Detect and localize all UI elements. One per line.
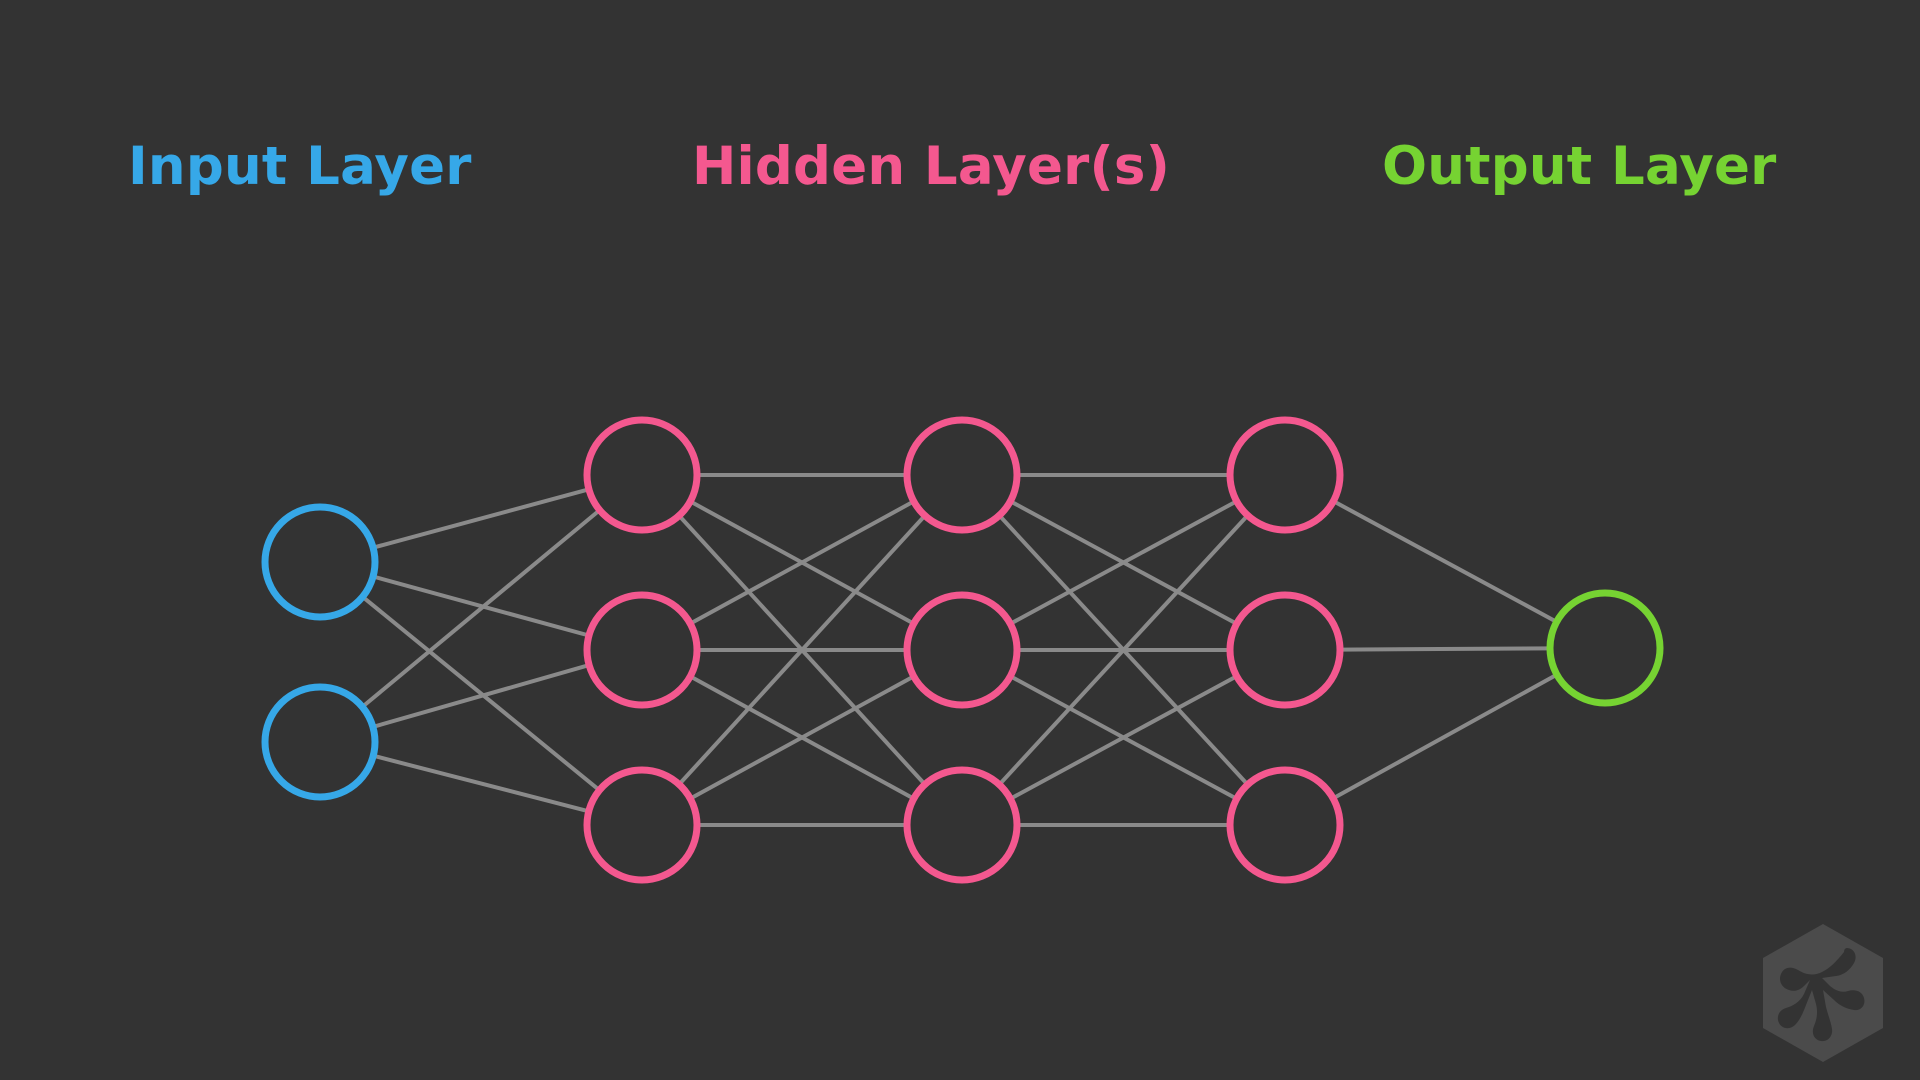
connection-edge xyxy=(360,508,602,709)
network-node-h1_3[interactable] xyxy=(583,766,701,884)
network-node-h2_1[interactable] xyxy=(903,416,1021,534)
connection-edge xyxy=(1008,674,1239,801)
connection-edge xyxy=(360,594,602,793)
network-node-o1[interactable] xyxy=(1546,589,1664,707)
neuron-branch-icon xyxy=(1777,948,1865,1042)
neuron-logo-watermark xyxy=(1763,924,1883,1062)
connection-edge xyxy=(1331,499,1559,624)
connection-edge xyxy=(1337,646,1553,652)
connection-edge xyxy=(997,513,1250,787)
connection-edge xyxy=(371,753,591,814)
connection-edge xyxy=(1331,672,1559,801)
network-node-h1_2[interactable] xyxy=(583,591,701,709)
network-node-h3_3[interactable] xyxy=(1226,766,1344,884)
network-node-h3_1[interactable] xyxy=(1226,416,1344,534)
network-nodes xyxy=(261,416,1664,884)
network-node-h3_2[interactable] xyxy=(1226,591,1344,709)
network-node-h1_1[interactable] xyxy=(583,416,701,534)
connection-edge xyxy=(688,499,916,626)
connection-edge xyxy=(371,487,591,550)
connection-edge xyxy=(1008,499,1239,626)
neuron-glyph-icon xyxy=(1777,948,1865,1042)
connection-edges xyxy=(360,473,1559,827)
network-node-i1[interactable] xyxy=(261,503,379,621)
network-node-h2_2[interactable] xyxy=(903,591,1021,709)
connection-edge xyxy=(370,663,592,729)
network-node-h2_3[interactable] xyxy=(903,766,1021,884)
connection-edge xyxy=(677,513,927,787)
network-node-i2[interactable] xyxy=(261,683,379,801)
connection-edge xyxy=(688,674,916,801)
